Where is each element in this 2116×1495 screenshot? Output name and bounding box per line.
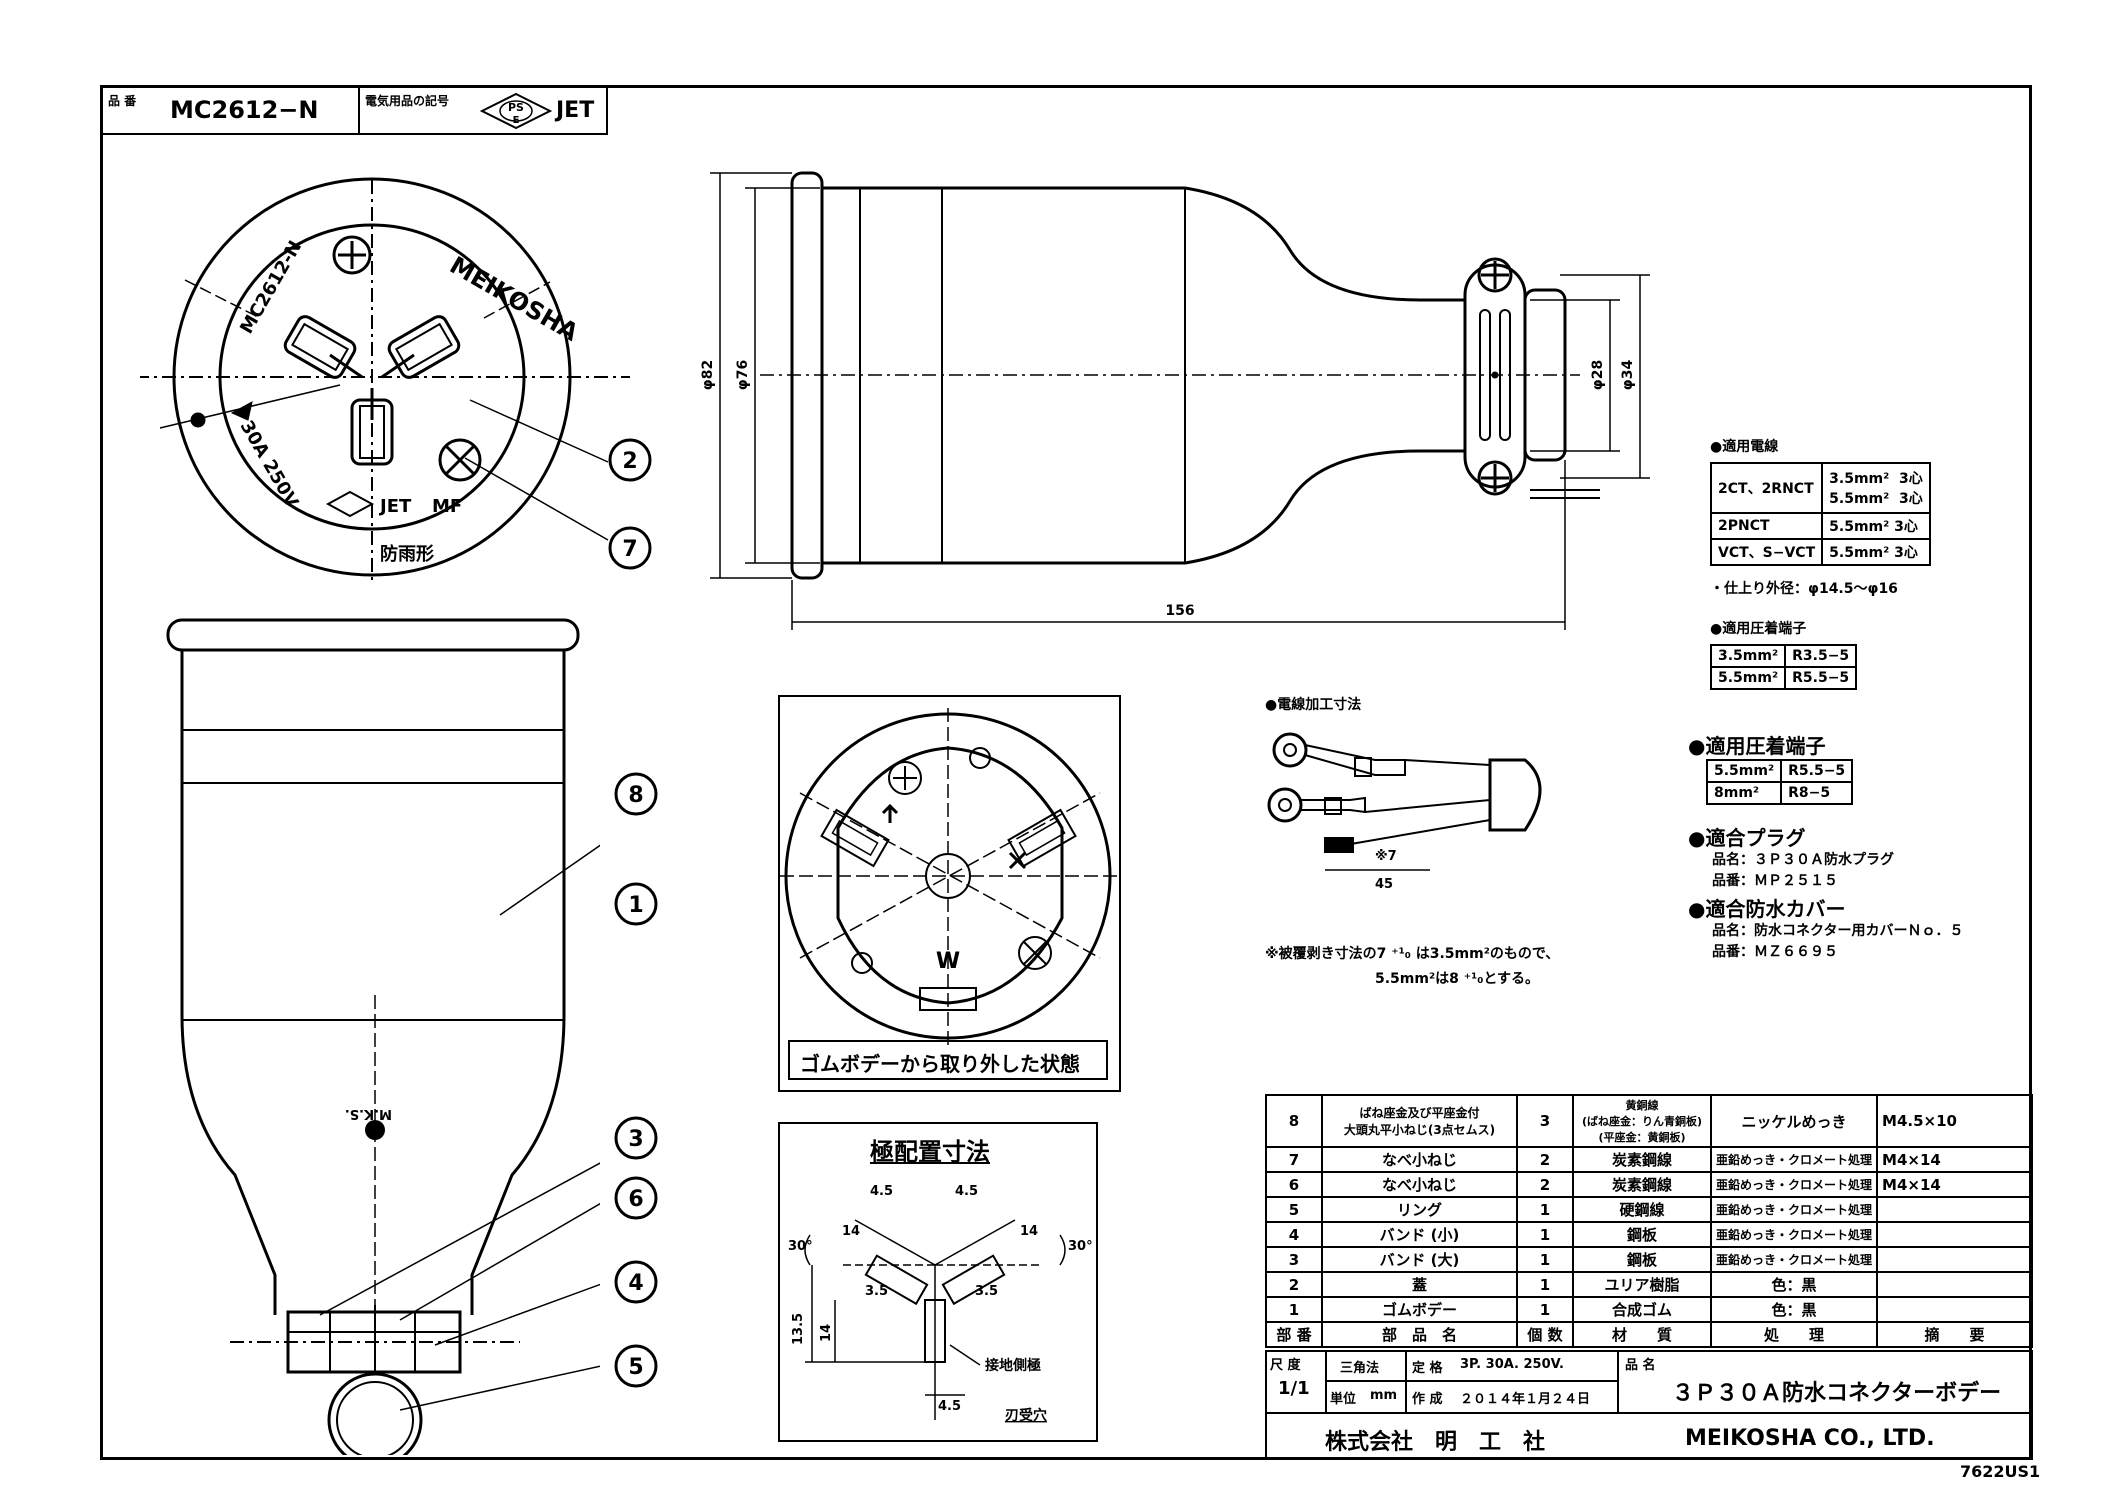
svg-text:2: 2 [622,449,637,474]
pole-d14b: 14 [1020,1224,1038,1239]
dim-d82: φ82 [700,360,716,390]
cable-title: ●適用電線 [1710,439,1779,455]
pole-d135: 13.5 [791,1313,806,1345]
pole-d45c: 4.5 [938,1399,961,1414]
drawing-frame [100,85,2032,1460]
side-profile-view: φ82 φ76 φ28 φ34 156 [700,171,1650,630]
svg-text:7: 7 [622,537,637,562]
wire-proc-title: ●電線加工寸法 [1265,697,1362,713]
wire-note-2: 5.5mm²は8 ⁺¹₀とする。 [1375,971,1539,987]
svg-text:1: 1 [628,893,643,918]
dim-d76: φ76 [735,360,751,390]
unit-label: 単位 [1330,1392,1357,1407]
svg-text:5: 5 [628,1355,643,1380]
made-label: 作 成 [1412,1392,1443,1407]
plug-title: ●適合プラグ [1688,826,1806,850]
pole-d45b: 4.5 [955,1184,978,1199]
wire-note-1: ※被覆剥き寸法の7 ⁺¹₀ は3.5mm²のもので、 [1265,946,1560,962]
crimp1-title: ●適用圧着端子 [1710,621,1807,637]
inner-view: W [780,708,1120,1048]
dim-d28: φ28 [1590,360,1606,390]
pse-mark-icon: PS E [480,92,552,130]
company-en: MEIKOSHA CO., LTD. [1685,1426,1935,1451]
pole-d14c: 14 [819,1324,834,1342]
pole-d14a: 14 [842,1224,860,1239]
dim-7: ※7 [1375,849,1397,864]
pole-box [778,1122,1098,1442]
removed-caption: ゴムボデーから取り外した状態 [800,1052,1080,1076]
dim-d34: φ34 [1620,360,1636,391]
pole-diagram: 4.5 4.5 14 14 30° 30° 3.5 3.5 13.5 14 4.… [788,1184,1093,1424]
header-block [100,85,608,135]
title-hline [1325,1380,1617,1382]
cover-name: 品名：防水コネクター用カバーＮｏ．５ [1712,923,1964,939]
callout-8: 8 [613,771,659,821]
company-jp: 株式会社 明 工 社 [1325,1430,1546,1455]
cable-finish: ・仕上り外径：φ14.5〜φ16 [1710,581,1898,597]
face-brand: MEIKOSHA [445,251,583,347]
made-date: ２０１４年１月２４日 [1460,1392,1591,1407]
dim-length: 156 [1165,603,1194,619]
plug-no: 品番：ＭＰ２５１５ [1712,873,1838,889]
projection: 三角法 [1340,1361,1380,1376]
callout-1: 1 [613,881,659,931]
caption-box [788,1040,1108,1080]
callout-3: 3 [613,1115,659,1165]
scale-label: 尺 度 [1270,1358,1301,1373]
face-jet: JET [378,496,412,517]
cover-no: 品番：ＭＺ６６９５ [1712,944,1838,960]
svg-text:6: 6 [628,1187,643,1212]
elec-mark-label: 電気用品の記号 [365,94,450,108]
part-no-label: 品 番 [108,94,137,108]
product-name-label: 品 名 [1625,1358,1656,1373]
callout-2: 2 [607,437,653,487]
pole-d30a: 30° [788,1239,813,1254]
unit-value: mm [1370,1388,1398,1403]
body-side-view: M.K.S. [166,618,600,1455]
svg-text:PS: PS [508,101,524,114]
title-divider [1265,1412,2033,1414]
callout-5: 5 [613,1343,659,1393]
svg-text:E: E [513,115,520,126]
pole-slot: 刃受穴 [1005,1407,1047,1424]
face-type: 防雨形 [380,543,434,565]
front-face-view: MEIKOSHA MC2612-N 30A 250V JET MF 防雨形 [140,177,630,580]
callout-6: 6 [613,1175,659,1225]
crimp2-title: ●適用圧着端子 [1688,734,1826,758]
inner-view-box [778,695,1121,1092]
title-block [1265,1350,2033,1460]
face-mf: MF [432,496,462,517]
pole-title: 極配置寸法 [870,1138,990,1166]
pole-d30b: 30° [1068,1239,1093,1254]
svg-text:8: 8 [628,783,643,808]
cover-title: ●適合防水カバー [1688,897,1846,921]
rating-value: 3P. 30A. 250V. [1460,1357,1564,1372]
pole-d45a: 4.5 [870,1184,893,1199]
title-vline-3 [1617,1350,1619,1412]
scale-value: 1/1 [1278,1378,1310,1399]
rating-label: 定 格 [1412,1361,1443,1376]
body-mark: M.K.S. [345,1106,392,1121]
product-name: ３Ｐ３０Ａ防水コネクターボデー [1672,1381,2002,1406]
pole-ground: 接地側極 [985,1357,1041,1374]
svg-text:3: 3 [628,1127,643,1152]
callout-7: 7 [607,525,653,575]
header-divider [358,85,360,135]
pole-d35a: 3.5 [865,1284,888,1299]
inner-w-mark: W [936,949,960,974]
jet-mark: JET [556,98,595,123]
wire-proc-diagram: ※7 45 [1267,732,1542,892]
callout-4: 4 [613,1259,659,1309]
parts-table: 8 ばね座金及び平座金付 大頭丸平小ねじ(3点セムス) 3 黄銅線 (ばね座金：… [1265,1094,2033,1348]
dim-45: 45 [1375,877,1393,892]
part-no: MC2612−N [170,96,319,124]
pole-d35b: 3.5 [975,1284,998,1299]
svg-text:4: 4 [628,1271,643,1296]
plug-name: 品名：３Ｐ３０Ａ防水プラグ [1712,852,1894,868]
drawing-number: 7622US1 [1960,1462,2041,1481]
